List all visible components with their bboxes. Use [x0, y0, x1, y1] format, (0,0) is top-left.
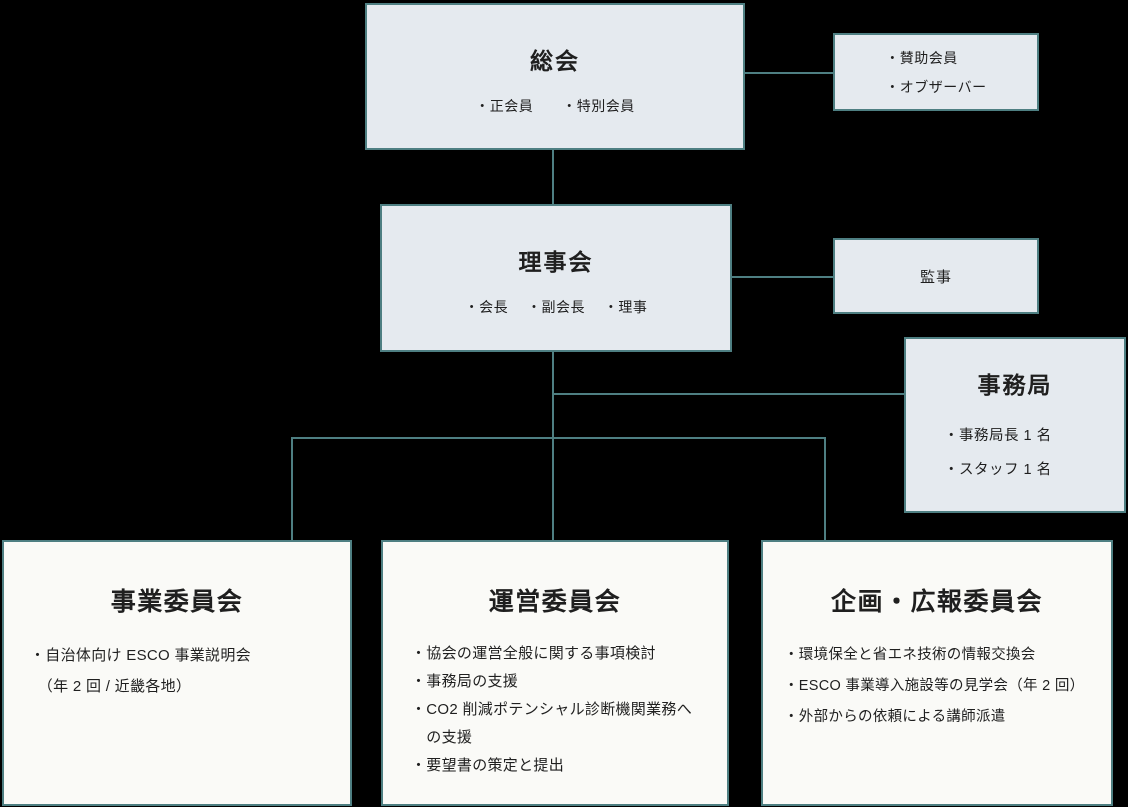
- secretariat-staff-line: ・事務局長 1 名: [944, 428, 1052, 444]
- connector-branch-to-business-committee: [291, 437, 293, 542]
- connector-assembly-to-associate-members: [745, 72, 833, 74]
- connector-branch-to-planning-committee: [824, 437, 826, 542]
- bullet-line: ・協会の運営全般に関する事項検討: [411, 645, 656, 662]
- board-of-directors-title: 理事会: [518, 249, 594, 275]
- planning-pr-committee-box: 企画・広報委員会 ・環境保全と省エネ技術の情報交換会・ESCO 事業導入施設等の…: [761, 540, 1113, 806]
- bullet-line: ・ESCO 事業導入施設等の見学会（年 2 回）: [784, 678, 1085, 694]
- member-type-line: ・オブザーバー: [885, 78, 987, 95]
- operations-committee-bullets: ・協会の運営全般に関する事項検討・事務局の支援・CO2 削減ポテンシャル診断機関…: [383, 640, 727, 780]
- bullet-line: ・自治体向け ESCO 事業説明会: [30, 647, 251, 664]
- bullet-line: ・CO2 削減ポテンシャル診断機関業務へ: [411, 701, 693, 718]
- board-of-directors-members: ・会長 ・副会長 ・理事: [464, 299, 648, 315]
- secretariat-staff-line: ・スタッフ 1 名: [944, 462, 1052, 478]
- auditor-box: 監事: [833, 238, 1039, 314]
- planning-pr-committee-title: 企画・広報委員会: [830, 588, 1043, 616]
- operations-committee-title: 運営委員会: [488, 588, 622, 616]
- bullet-line: の支援: [411, 729, 473, 746]
- bullet-line: （年 2 回 / 近畿各地）: [30, 678, 192, 695]
- bullet-line: ・要望書の策定と提出: [411, 757, 565, 774]
- operations-committee-box: 運営委員会 ・協会の運営全般に関する事項検討・事務局の支援・CO2 削減ポテンシ…: [381, 540, 729, 806]
- bullet-line: ・外部からの依頼による講師派遣: [784, 709, 1006, 725]
- connector-assembly-to-board: [552, 150, 554, 206]
- business-committee-box: 事業委員会 ・自治体向け ESCO 事業説明会 （年 2 回 / 近畿各地）: [2, 540, 352, 806]
- general-assembly-members: ・正会員 ・特別会員: [475, 97, 635, 114]
- auditor-title: 監事: [919, 268, 952, 286]
- connector-committee-branch: [291, 437, 826, 439]
- connector-trunk-to-secretariat: [553, 393, 904, 395]
- bullet-line: ・事務局の支援: [411, 673, 519, 690]
- connector-board-to-auditor: [731, 276, 833, 278]
- business-committee-title: 事業委員会: [110, 588, 244, 616]
- planning-pr-committee-bullets: ・環境保全と省エネ技術の情報交換会・ESCO 事業導入施設等の見学会（年 2 回…: [763, 640, 1111, 733]
- board-of-directors-box: 理事会 ・会長 ・副会長 ・理事: [380, 204, 732, 352]
- member-type-line: ・賛助会員: [885, 49, 958, 66]
- associate-members-box: ・賛助会員・オブザーバー: [833, 33, 1039, 111]
- associate-members-lines: ・賛助会員・オブザーバー: [885, 48, 986, 97]
- secretariat-box: 事務局 ・事務局長 1 名・スタッフ 1 名: [904, 337, 1126, 513]
- secretariat-title: 事務局: [977, 372, 1053, 398]
- connector-board-trunk: [552, 350, 554, 542]
- business-committee-bullets: ・自治体向け ESCO 事業説明会 （年 2 回 / 近畿各地）: [4, 640, 350, 702]
- general-assembly-box: 総会 ・正会員 ・特別会員: [365, 3, 745, 150]
- bullet-line: ・環境保全と省エネ技術の情報交換会: [784, 647, 1036, 663]
- secretariat-lines: ・事務局長 1 名・スタッフ 1 名: [944, 424, 1124, 479]
- general-assembly-title: 総会: [530, 47, 580, 74]
